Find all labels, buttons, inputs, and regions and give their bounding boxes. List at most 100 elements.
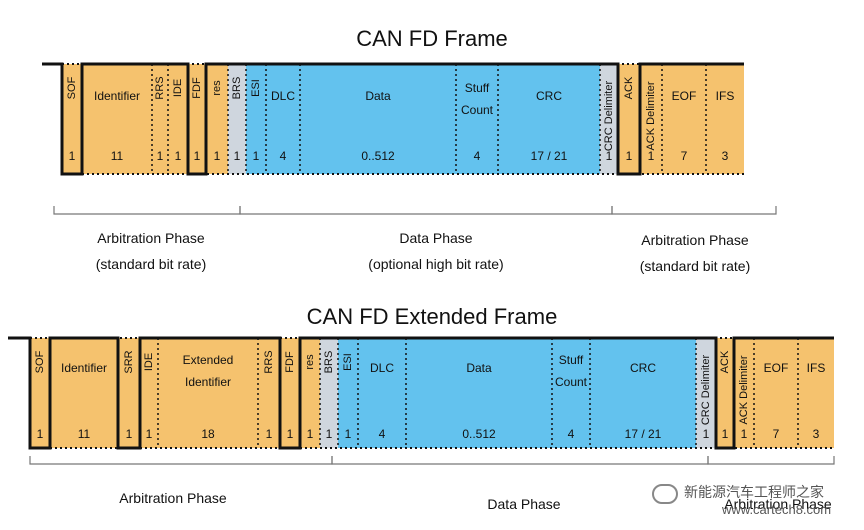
frame1-field-ack-bits: 1 bbox=[626, 149, 633, 163]
frame1-phase-rate: (standard bit rate) bbox=[639, 258, 751, 274]
frame2-field-extended-identifier-box bbox=[158, 338, 258, 448]
frame2-field-dlc-label: DLC bbox=[370, 361, 394, 375]
frame1-field-esi-bits: 1 bbox=[253, 149, 260, 163]
wechat-icon bbox=[652, 484, 678, 504]
frame2-field-brs-bits: 1 bbox=[326, 427, 333, 441]
frame2-field-esi-bits: 1 bbox=[345, 427, 352, 441]
frame2-field-rrs-label: RRS bbox=[263, 350, 275, 373]
frame1-phase-name: Data Phase bbox=[399, 230, 473, 246]
frame1-field-ifs-bits: 3 bbox=[722, 149, 729, 163]
frame2-field-res-box bbox=[300, 338, 320, 448]
frame2-phase-name: Arbitration Phase bbox=[119, 490, 227, 506]
frame1-field-rrs-bits: 1 bbox=[157, 149, 164, 163]
frame2-field-res-label: res bbox=[304, 354, 316, 370]
frame2-bracket-data bbox=[331, 456, 709, 465]
frame1-field-ide-label: IDE bbox=[172, 79, 184, 97]
watermark: 新能源汽车工程师之家 www.cartech8.com bbox=[648, 480, 862, 528]
frame1-phase-name: Arbitration Phase bbox=[641, 232, 749, 248]
frame2-field-rrs-bits: 1 bbox=[266, 427, 273, 441]
frame1-field-stuff-count-label: Stuff bbox=[465, 81, 490, 95]
frame2-field-ack-delimiter-box bbox=[734, 338, 754, 448]
watermark-name: 新能源汽车工程师之家 bbox=[684, 484, 824, 500]
frame1-field-res-bits: 1 bbox=[214, 149, 221, 163]
frame2-field-data-box bbox=[406, 338, 552, 448]
frame1-field-ifs-box bbox=[706, 64, 744, 174]
frame1-field-sof-bits: 1 bbox=[69, 149, 76, 163]
frame2-field-identifier-label: Identifier bbox=[61, 361, 107, 375]
frame1-bracket-arbitration-1 bbox=[53, 206, 241, 215]
frame2-title: CAN FD Extended Frame bbox=[306, 304, 558, 329]
frame1-field-crc-delimiter-bits: 1 bbox=[606, 149, 613, 163]
frame1-field-identifier-label: Identifier bbox=[94, 89, 140, 103]
frame2-field-crc-bits: 17 / 21 bbox=[625, 427, 662, 441]
frame2-field-crc-label: CRC bbox=[630, 361, 656, 375]
frame2-field-ack-label: ACK bbox=[719, 350, 731, 373]
frame2-field-crc-box bbox=[590, 338, 696, 448]
frame1-field-ack-box bbox=[618, 64, 640, 174]
frame2-phase-label: Arbitration Phase bbox=[724, 494, 831, 514]
frame1-field-res-box bbox=[206, 64, 228, 174]
frame1-field-res-label: res bbox=[211, 80, 223, 96]
frame1-field-sof-label: SOF bbox=[66, 76, 78, 99]
frame2-field-esi-label: ESI bbox=[342, 353, 354, 371]
frame2-signal-line bbox=[8, 336, 834, 450]
frame1-field-eof-label: EOF bbox=[672, 89, 697, 103]
frame1-phase-name: Arbitration Phase bbox=[97, 230, 205, 246]
frame2-field-srr-label: SRR bbox=[123, 350, 135, 373]
frame2-field-crc-delimiter-box bbox=[696, 338, 716, 448]
frame2-field-ifs-bits: 3 bbox=[813, 427, 820, 441]
frame2-field-extended-identifier-label: Extended bbox=[183, 353, 234, 367]
frame2-field-rrs-box bbox=[258, 338, 280, 448]
frame1-field-fdf-box bbox=[188, 64, 206, 174]
frame1-field-stuff-count-label: Count bbox=[461, 103, 494, 117]
frame1-field-fdf-bits: 1 bbox=[194, 149, 201, 163]
frame2-field-data-bits: 0..512 bbox=[462, 427, 496, 441]
frame2-field-fdf-bits: 1 bbox=[287, 427, 294, 441]
frame1-field-rrs-box bbox=[152, 64, 168, 174]
frame1-phase-label: Arbitration Phase (standard bit rate) bbox=[640, 230, 751, 276]
frame1-field-crc-box bbox=[498, 64, 600, 174]
frame2-field-ifs-box bbox=[798, 338, 834, 448]
frame1-field-ide-box bbox=[168, 64, 188, 174]
frame2-diagram: SOF1Identifier11SRR1IDE1ExtendedIdentifi… bbox=[8, 336, 835, 465]
watermark-url: www.cartech8.com bbox=[722, 502, 832, 517]
frame2-field-ide-label: IDE bbox=[143, 353, 155, 371]
frame1-field-ide-bits: 1 bbox=[175, 149, 182, 163]
frame2-field-ide-bits: 1 bbox=[146, 427, 153, 441]
frame1-field-stuff-count-bits: 4 bbox=[474, 149, 481, 163]
frame2-field-dlc-bits: 4 bbox=[379, 427, 386, 441]
frame2-field-res-bits: 1 bbox=[307, 427, 314, 441]
frame1-field-fdf-label: FDF bbox=[191, 77, 203, 99]
frame1-field-crc-label: CRC bbox=[536, 89, 562, 103]
frame1-field-crc-delimiter-box bbox=[600, 64, 618, 174]
frame1-field-brs-bits: 1 bbox=[234, 149, 241, 163]
frame1-field-brs-label: BRS bbox=[231, 77, 243, 100]
frame1-field-data-label: Data bbox=[365, 89, 391, 103]
frame2-field-extended-identifier-label: Identifier bbox=[185, 375, 231, 389]
frame2-phase-name: Data Phase bbox=[487, 496, 561, 512]
frame2-field-eof-bits: 7 bbox=[773, 427, 780, 441]
frame1-field-identifier-bits: 11 bbox=[111, 149, 124, 163]
frame1-field-dlc-label: DLC bbox=[271, 89, 295, 103]
frame1-field-data-bits: 0..512 bbox=[361, 149, 395, 163]
frame1-diagram: SOF1Identifier11RRS1IDE1FDF1res1BRS1ESI1… bbox=[42, 62, 777, 215]
frame1-field-eof-bits: 7 bbox=[681, 149, 688, 163]
frame2-field-stuff-count-bits: 4 bbox=[568, 427, 575, 441]
frame2-field-stuff-count-label: Stuff bbox=[559, 353, 584, 367]
frame1-field-ifs-label: IFS bbox=[716, 89, 735, 103]
frame2-field-fdf-label: FDF bbox=[284, 351, 296, 373]
frame1-field-ack-delimiter-bits: 1 bbox=[648, 149, 655, 163]
frame1-field-eof-box bbox=[662, 64, 706, 174]
frame1-field-brs-box bbox=[228, 64, 246, 174]
frame2-field-fdf-box bbox=[280, 338, 300, 448]
frame2-field-extended-identifier-bits: 18 bbox=[201, 427, 215, 441]
frame1-field-crc-delimiter-label: CRC Delimiter bbox=[603, 81, 615, 152]
frame1-field-stuff-count-box bbox=[456, 64, 498, 174]
frame2-field-stuff-count-label: Count bbox=[555, 375, 588, 389]
frame2-field-esi-box bbox=[338, 338, 358, 448]
frame1-field-crc-bits: 17 / 21 bbox=[531, 149, 568, 163]
frame2-field-brs-box bbox=[320, 338, 338, 448]
frame2-field-ack-bits: 1 bbox=[722, 427, 729, 441]
frame2-field-ifs-label: IFS bbox=[807, 361, 826, 375]
frame1-field-esi-box bbox=[246, 64, 266, 174]
